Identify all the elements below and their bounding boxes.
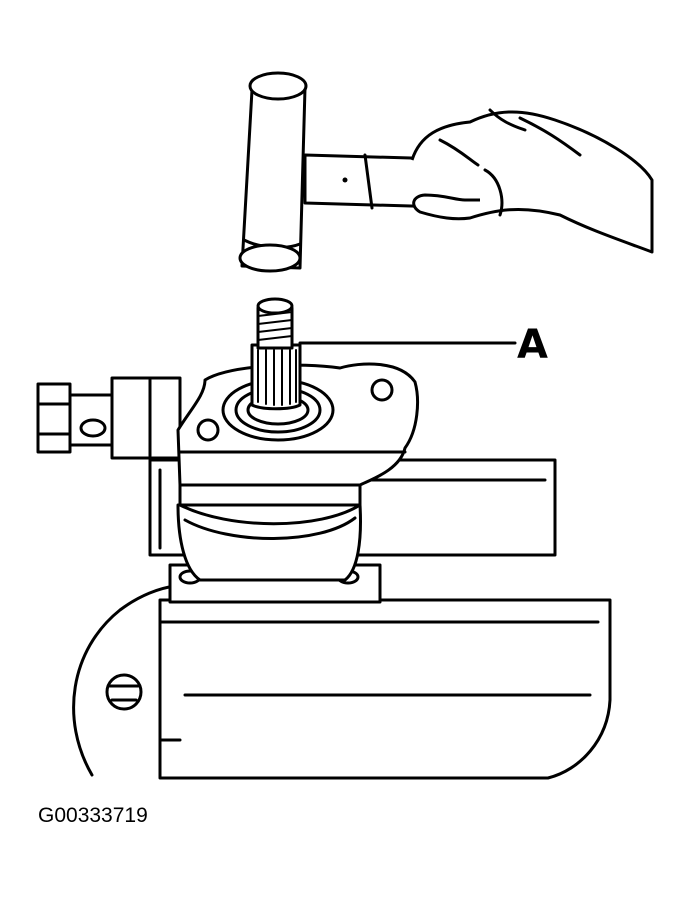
housing-bolt [105,673,143,711]
splined-shaft [250,297,302,411]
figure-id-label: G00333719 [38,804,148,827]
pump-cylinder [176,468,362,582]
callout-a-label: A [517,322,548,368]
gear-housing-outline [72,584,177,777]
hand [410,108,654,254]
side-fitting [36,376,182,460]
valve-body [158,598,612,780]
